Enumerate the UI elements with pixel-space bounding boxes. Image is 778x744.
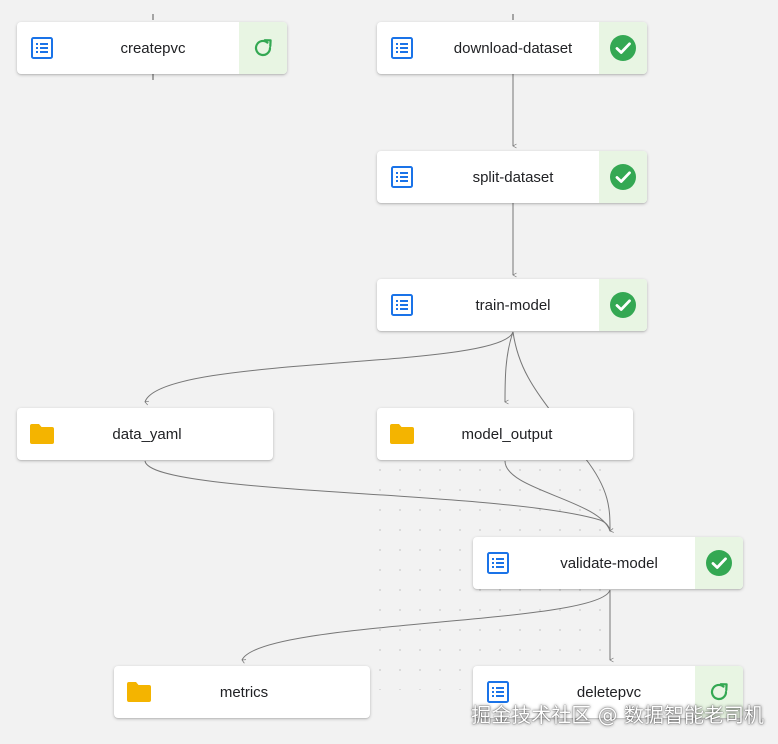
edge-train-modeloutput xyxy=(505,331,514,402)
edge-train-datayaml xyxy=(145,331,514,402)
node-label: validate-model xyxy=(560,554,658,572)
folder-icon xyxy=(377,423,427,445)
folder-icon xyxy=(17,423,67,445)
edge-datayaml-validate xyxy=(144,460,610,531)
node-download-dataset[interactable]: download-dataset xyxy=(377,22,647,74)
list-icon xyxy=(377,293,427,317)
node-label: split-dataset xyxy=(472,168,554,186)
node-label: data_yaml xyxy=(112,425,182,443)
node-deletepvc[interactable]: deletepvc xyxy=(473,666,743,718)
refresh-icon xyxy=(695,666,743,718)
edge-modeloutput-validate xyxy=(504,460,611,532)
node-label: download-dataset xyxy=(453,39,573,57)
check-circle-icon xyxy=(599,22,647,74)
node-model_output[interactable]: model_output xyxy=(377,408,633,460)
node-metrics[interactable]: metrics xyxy=(114,666,370,718)
check-circle-icon xyxy=(599,279,647,331)
node-label: createpvc xyxy=(120,39,186,57)
node-split-dataset[interactable]: split-dataset xyxy=(377,151,647,203)
check-circle-icon xyxy=(599,151,647,203)
edge-validate-metrics xyxy=(242,589,611,660)
node-train-model[interactable]: train-model xyxy=(377,279,647,331)
watermark: 掘金技术社区 @ 数据智能老司机 xyxy=(471,703,764,727)
node-label: train-model xyxy=(475,296,551,314)
list-icon xyxy=(377,36,427,60)
list-icon xyxy=(17,36,67,60)
check-circle-icon xyxy=(695,537,743,589)
node-data_yaml[interactable]: data_yaml xyxy=(17,408,273,460)
refresh-icon xyxy=(239,22,287,74)
list-icon xyxy=(473,551,523,575)
node-validate-model[interactable]: validate-model xyxy=(473,537,743,589)
node-label: model_output xyxy=(461,425,553,443)
list-icon xyxy=(377,165,427,189)
folder-icon xyxy=(114,681,164,703)
node-label: deletepvc xyxy=(576,683,642,701)
list-icon xyxy=(473,680,523,704)
node-label: metrics xyxy=(219,683,269,701)
node-createpvc[interactable]: createpvc xyxy=(17,22,287,74)
